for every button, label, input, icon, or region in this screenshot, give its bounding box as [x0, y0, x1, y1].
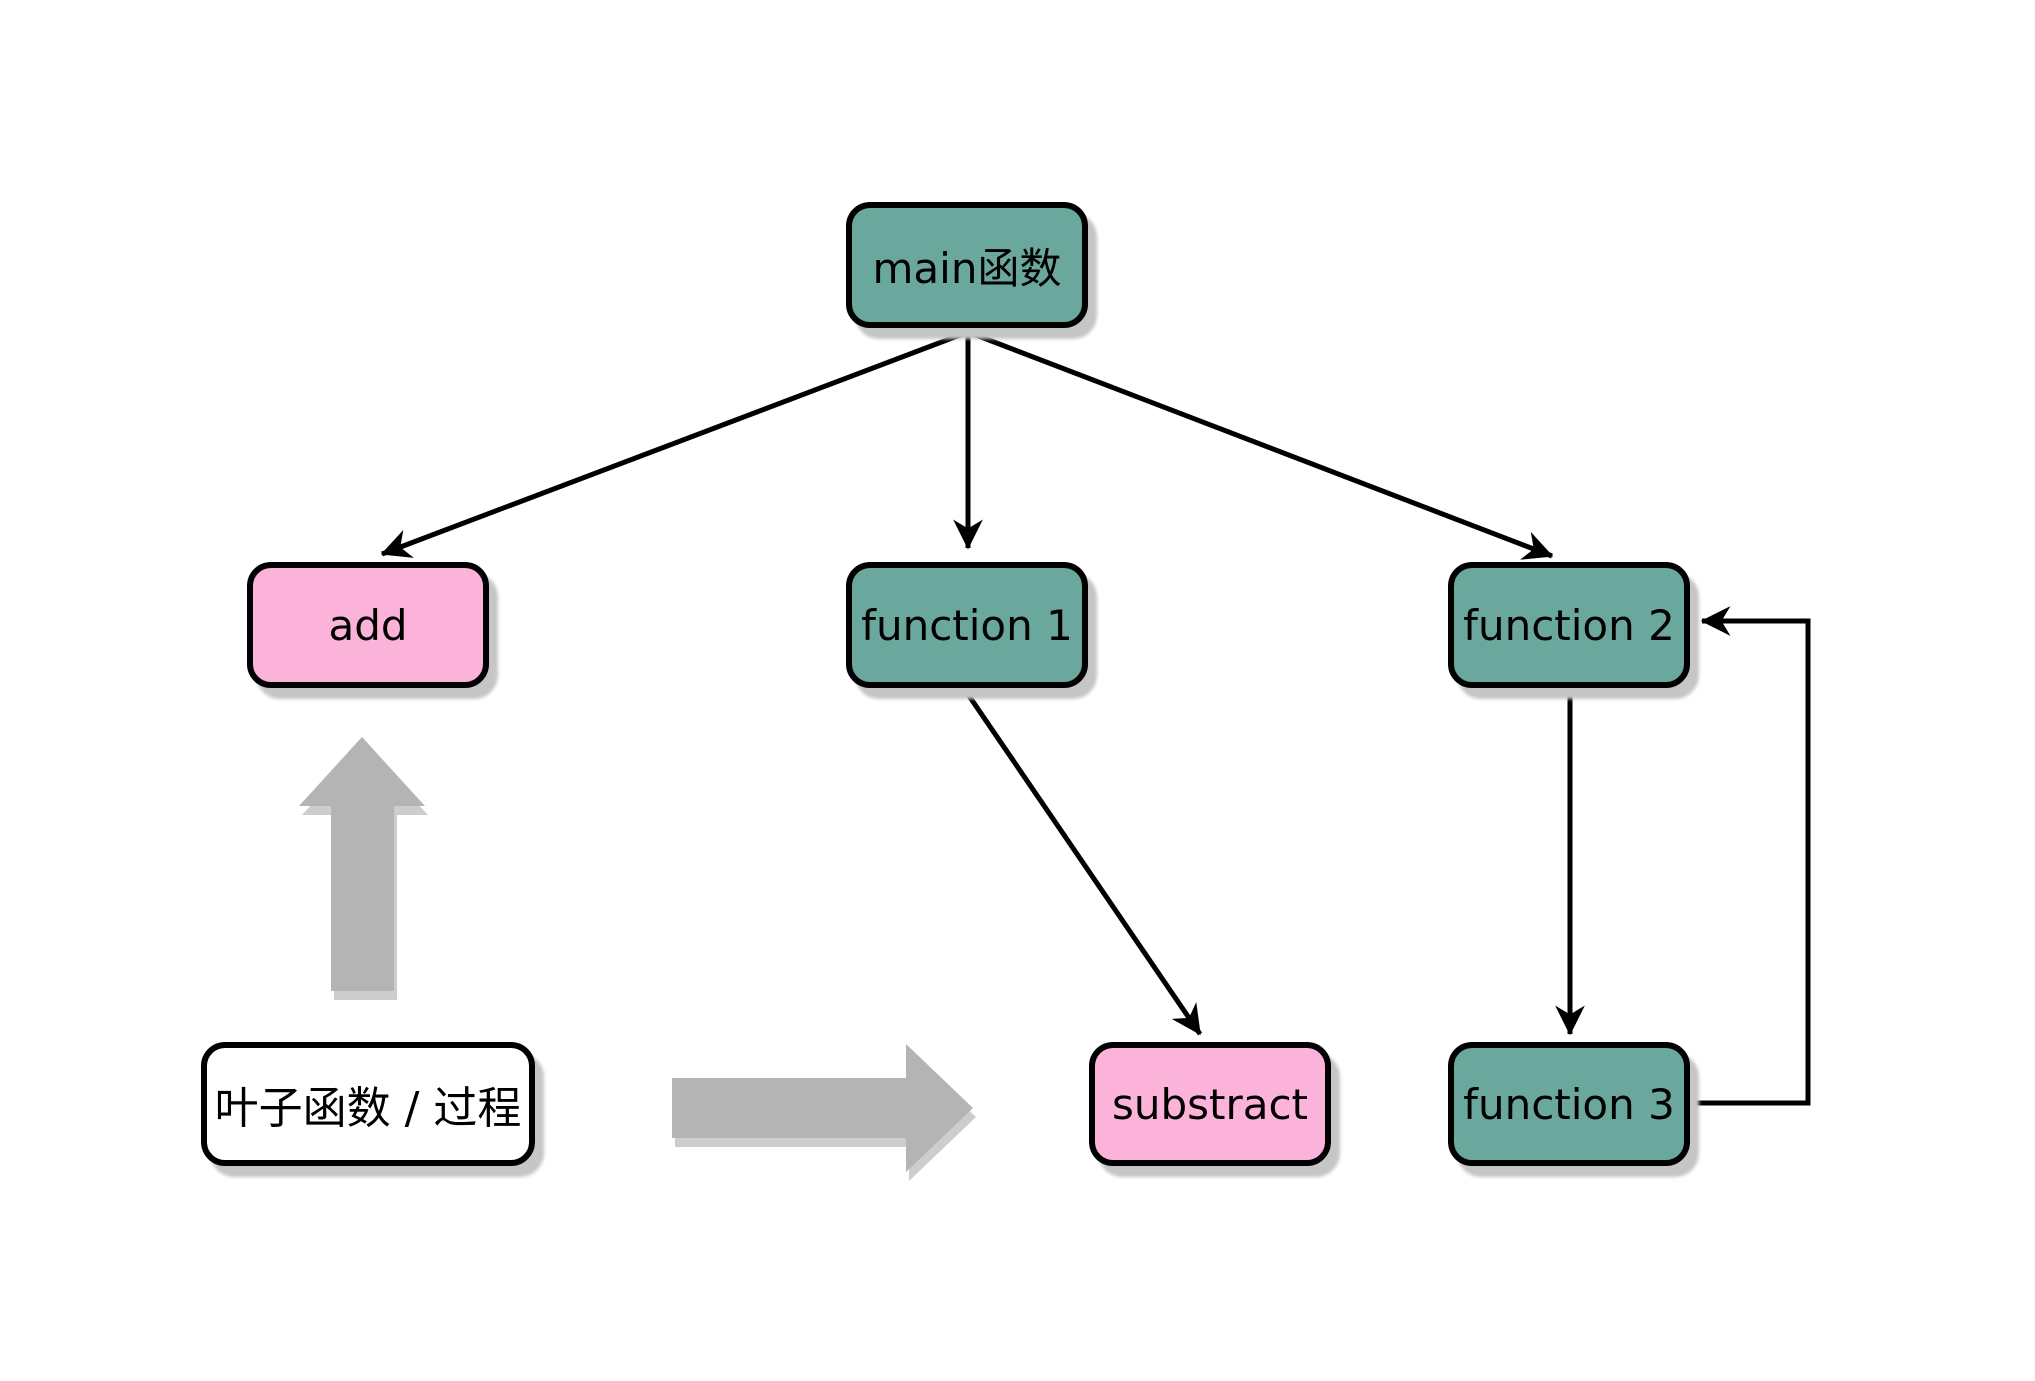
node-label: add: [328, 600, 408, 650]
node-add: add: [247, 562, 489, 688]
legend-label: 叶子函数 / 过程: [214, 1083, 522, 1134]
legend-leaf-function-box: 叶子函数 / 过程: [201, 1042, 535, 1166]
node-function-1: function 1: [846, 562, 1088, 688]
node-substract: substract: [1089, 1042, 1331, 1166]
legend-up-block-arrow-icon: [299, 737, 425, 991]
node-main-function: main函数: [846, 202, 1088, 328]
node-label: function 3: [1463, 1079, 1675, 1129]
node-function-2: function 2: [1448, 562, 1690, 688]
node-label: main函数: [872, 243, 1062, 293]
edge-main-to-function2: [967, 329, 1554, 560]
edge-function1-to-substract: [962, 688, 1203, 1036]
node-function-3: function 3: [1448, 1042, 1690, 1166]
node-label: substract: [1111, 1079, 1309, 1129]
node-label: function 1: [861, 600, 1073, 650]
node-label: function 2: [1463, 600, 1675, 650]
edge-main-to-add: [380, 329, 969, 558]
legend-right-block-arrow-icon: [672, 1044, 973, 1172]
edge-function3-to-function2-loop: [1690, 606, 1811, 1106]
